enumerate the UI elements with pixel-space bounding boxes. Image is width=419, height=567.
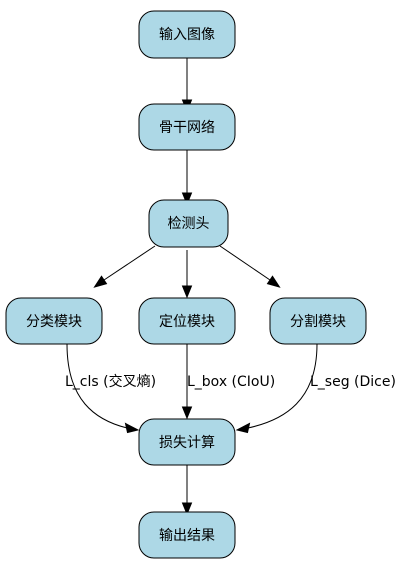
node-backbone-label: 骨干网络 — [159, 120, 215, 136]
edge-label-seg-loss: L_seg (Dice) — [310, 374, 396, 390]
arrowhead-loss-right — [235, 422, 251, 434]
node-loss-label: 损失计算 — [159, 435, 215, 451]
edge-label-cls-loss: L_cls (交叉熵) — [65, 373, 156, 390]
node-loc-label: 定位模块 — [159, 314, 215, 330]
arrowhead-output — [181, 502, 193, 516]
node-loss: 损失计算 — [138, 418, 236, 466]
node-cls: 分类模块 — [5, 297, 103, 345]
edge-head-cls — [103, 245, 156, 281]
node-backbone: 骨干网络 — [138, 103, 236, 151]
arrowhead-loc — [181, 285, 193, 299]
node-output: 输出结果 — [138, 511, 236, 559]
edge-cls-loss — [66, 343, 128, 429]
nodes: 输入图像 骨干网络 检测头 分类模块 定位模块 分割模块 损失计算 — [5, 10, 367, 559]
node-head-label: 检测头 — [168, 216, 210, 232]
edge-head-seg — [219, 245, 271, 281]
node-loc: 定位模块 — [138, 297, 236, 345]
node-input: 输入图像 — [138, 10, 236, 59]
node-output-label: 输出结果 — [159, 528, 215, 544]
arrowhead-loss-left — [124, 422, 140, 434]
edge-label-loc-loss: L_box (CIoU) — [187, 374, 275, 390]
arrowhead-seg — [266, 275, 281, 288]
edge-seg-loss — [247, 343, 318, 429]
node-seg: 分割模块 — [269, 297, 367, 345]
node-head: 检测头 — [148, 199, 229, 248]
arrowhead-cls — [93, 275, 108, 288]
edge-labels: L_cls (交叉熵) L_box (CIoU) L_seg (Dice) — [65, 373, 396, 390]
node-cls-label: 分类模块 — [26, 314, 82, 330]
node-input-label: 输入图像 — [159, 27, 215, 43]
arrowhead-head — [181, 192, 193, 206]
edges — [66, 58, 318, 516]
node-seg-label: 分割模块 — [290, 313, 346, 330]
arrowhead-loss-middle — [181, 406, 193, 420]
